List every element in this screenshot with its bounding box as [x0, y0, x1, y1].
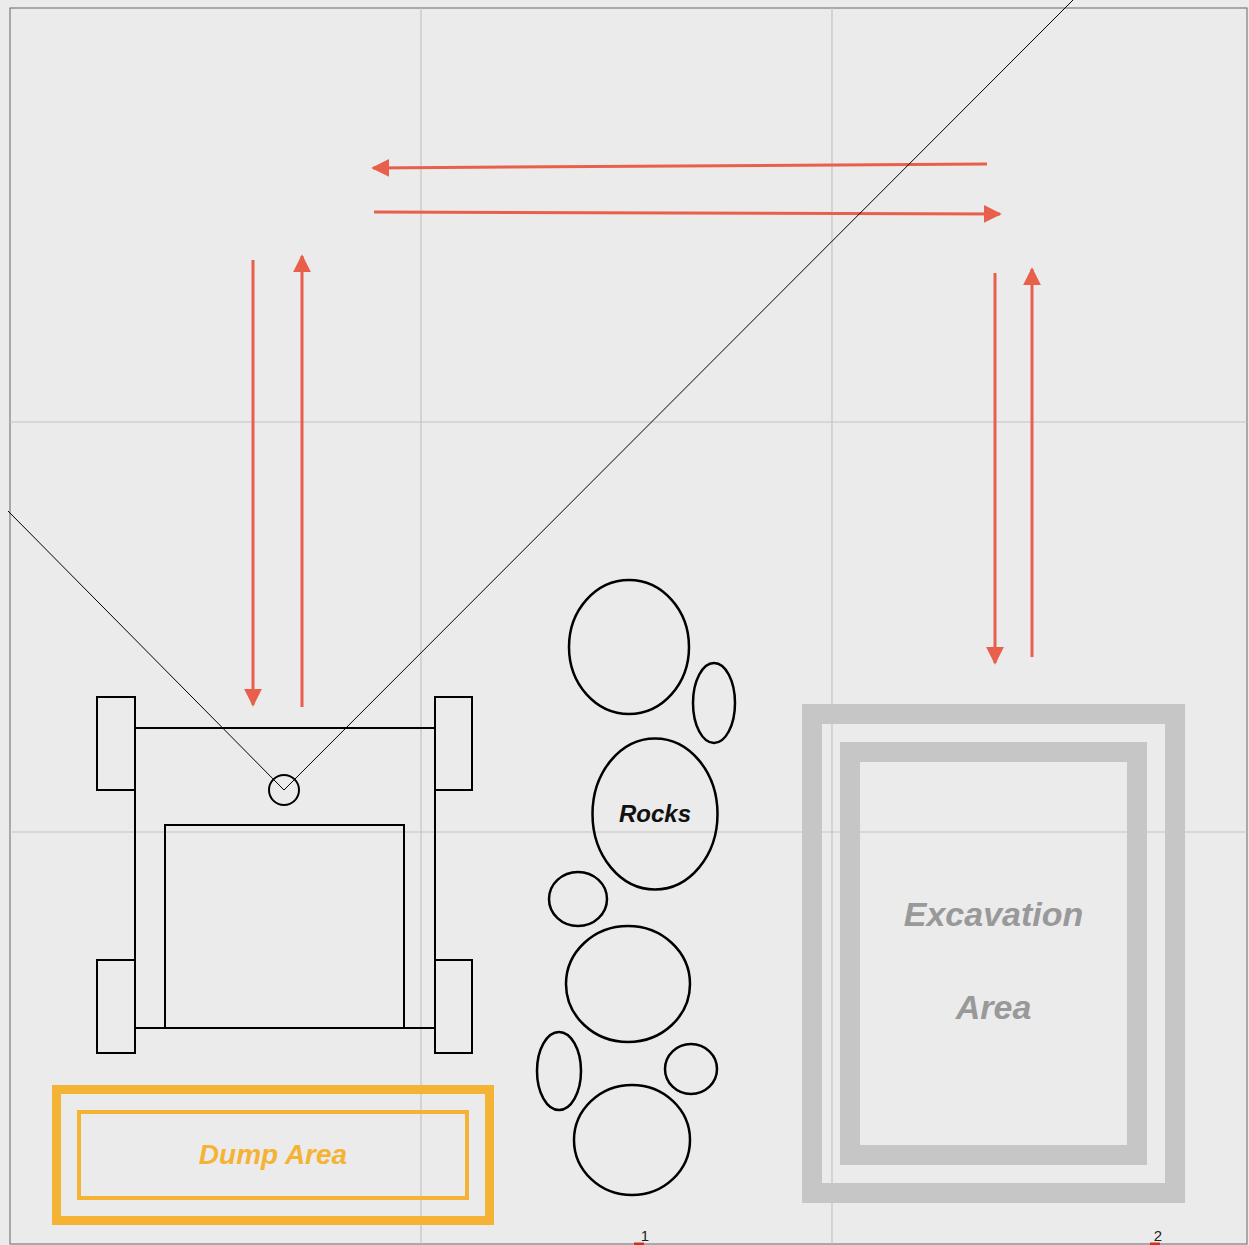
area-label: Dump Area: [199, 1138, 347, 1172]
rock-ellipse: Rocks: [591, 737, 719, 891]
dump-area: Dump Area: [52, 1085, 494, 1225]
area-label: Rocks: [619, 800, 691, 829]
callout-number: 2: [1154, 1227, 1162, 1244]
tick-marks: [634, 1243, 1160, 1245]
callout-number: 1: [641, 1227, 649, 1244]
frame: [10, 8, 1247, 1244]
camera-view: [8, 0, 1073, 790]
robot: [97, 697, 472, 1053]
area-label: Excavation Area: [879, 868, 1109, 1054]
grid: [10, 8, 1247, 1244]
inner-border: [840, 742, 1147, 1165]
rocks: [537, 580, 735, 1195]
path-arrows: [253, 164, 1032, 707]
excavation-area: Excavation Area: [802, 704, 1185, 1203]
